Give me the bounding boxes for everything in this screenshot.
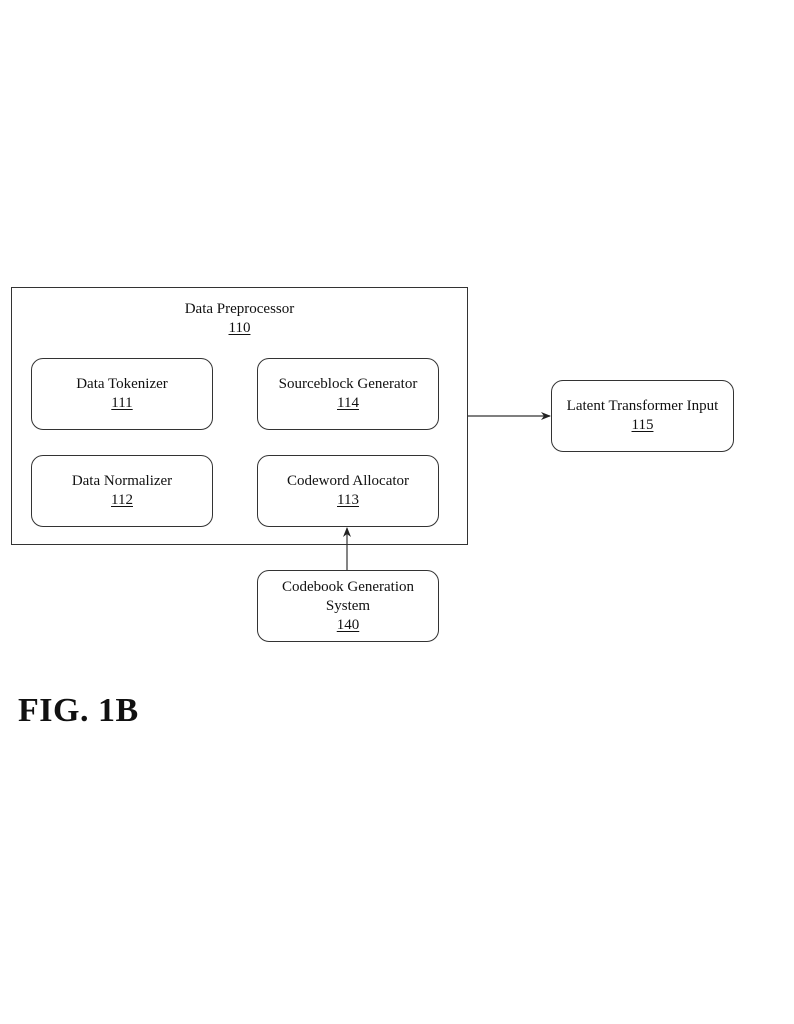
latent-transformer-input-label: Latent Transformer Input [566,398,719,414]
data-tokenizer-number: 111 [111,395,133,411]
latent-transformer-input-box: Latent Transformer Input 115 [551,380,734,452]
data-normalizer-label: Data Normalizer [71,473,173,489]
codebook-number: 140 [336,616,360,633]
sourceblock-generator-label: Sourceblock Generator [278,376,418,392]
latent-transformer-input-number: 115 [631,417,654,433]
data-tokenizer-box: Data Tokenizer 111 [31,358,213,430]
data-normalizer-number: 112 [111,492,133,508]
codeword-allocator-label: Codeword Allocator [286,473,410,489]
codebook-label-line1: Codebook Generation [281,578,415,595]
data-preprocessor-label: Data Preprocessor [184,301,295,317]
codebook-generation-system-box: Codebook Generation System 140 [257,570,439,642]
data-preprocessor-title: Data Preprocessor 110 [12,300,467,338]
codeword-allocator-box: Codeword Allocator 113 [257,455,439,527]
data-normalizer-box: Data Normalizer 112 [31,455,213,527]
figure-label: FIG. 1B [18,692,139,729]
sourceblock-generator-number: 114 [337,395,359,411]
data-preprocessor-number: 110 [228,320,251,336]
sourceblock-generator-box: Sourceblock Generator 114 [257,358,439,430]
codeword-allocator-number: 113 [337,492,359,508]
codebook-label-line2: System [325,597,371,614]
data-tokenizer-label: Data Tokenizer [76,376,168,392]
